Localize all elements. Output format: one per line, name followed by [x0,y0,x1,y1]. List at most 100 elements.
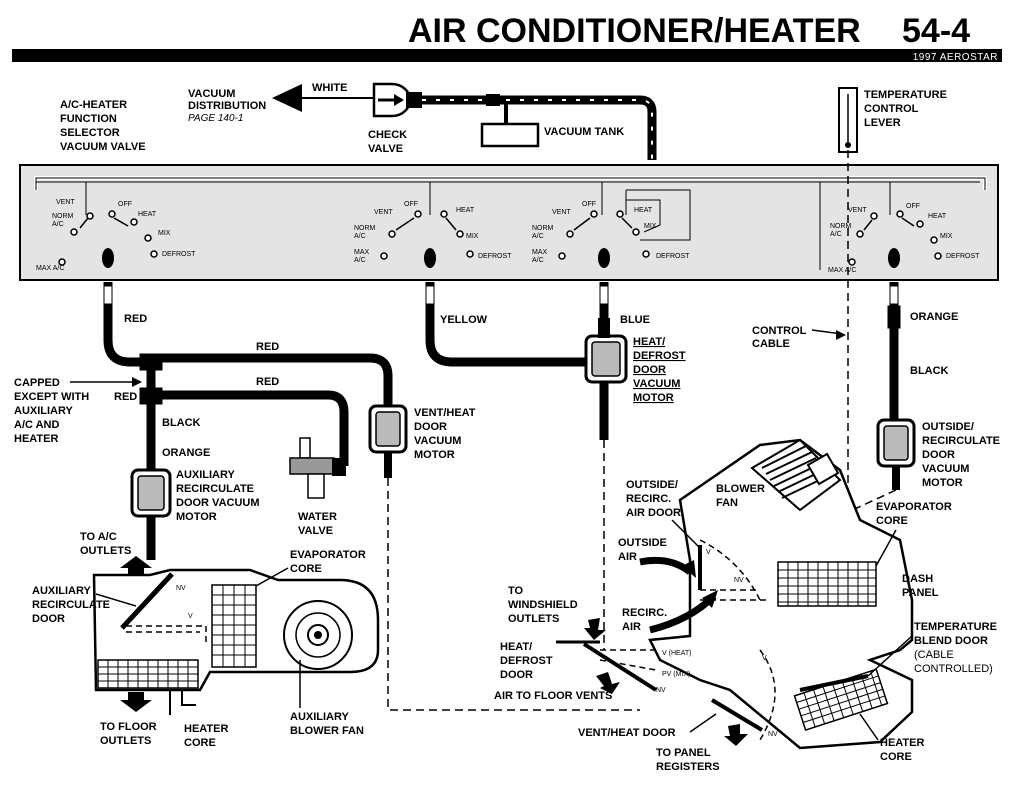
temperature-control-lever [838,87,858,153]
svg-text:AIR TO FLOOR VENTS: AIR TO FLOOR VENTS [494,690,612,702]
svg-text:OFF: OFF [404,201,418,208]
model-year: 1997 AEROSTAR [913,52,998,63]
svg-text:AUXILIARY: AUXILIARY [32,585,92,597]
svg-text:VACUUM: VACUUM [922,463,969,475]
svg-text:RECIRCULATE: RECIRCULATE [176,483,254,495]
check-valve-label: CHECK [368,129,407,141]
svg-text:TO PANEL: TO PANEL [656,747,711,759]
svg-text:A/C AND: A/C AND [14,419,59,431]
svg-text:CORE: CORE [880,751,912,763]
svg-text:CABLE: CABLE [752,338,790,350]
control-cable-label: CONTROL CABLE [752,325,846,350]
svg-text:MIX: MIX [644,223,657,230]
svg-text:WINDSHIELD: WINDSHIELD [508,599,578,611]
svg-text:A/C: A/C [532,257,544,264]
svg-text:CONTROL: CONTROL [864,103,919,115]
svg-text:DOOR: DOOR [633,364,666,376]
svg-text:DOOR: DOOR [414,421,447,433]
svg-text:DEFROST: DEFROST [478,253,512,260]
page-title: AIR CONDITIONER/HEATER [408,12,861,50]
page-number: 54-4 [902,12,970,50]
svg-text:VACUUM VALVE: VACUUM VALVE [60,141,146,153]
svg-text:NV: NV [656,687,666,694]
hose-orange-2: ORANGE [910,311,958,323]
svg-text:V: V [706,549,711,556]
aux-recirc-vacuum-motor [130,468,172,518]
svg-text:PV (MIX): PV (MIX) [662,671,690,678]
selector-switch-1: VENT NORM A/C MAX A/C OFF HEAT MIX DEFRO… [36,199,196,272]
svg-text:A/C: A/C [830,231,842,238]
hose-blue: BLUE [620,314,650,326]
svg-text:A/C: A/C [52,221,64,228]
svg-text:AUXILIARY: AUXILIARY [176,469,236,481]
svg-text:HEAT: HEAT [634,207,653,214]
svg-text:MIX: MIX [158,230,171,237]
svg-text:OUTSIDE/: OUTSIDE/ [626,479,678,491]
hose-black-2: BLACK [910,365,949,377]
svg-text:MOTOR: MOTOR [633,392,674,404]
svg-text:NV: NV [734,577,744,584]
selector-switch-3: VENT NORM A/C MAX A/C OFF HEAT MIX DEFRO… [532,201,690,268]
svg-text:VENT/HEAT DOOR: VENT/HEAT DOOR [578,727,676,739]
svg-text:A/C-HEATER: A/C-HEATER [60,99,127,111]
water-valve [289,437,346,499]
svg-text:DISTRIBUTION: DISTRIBUTION [188,100,266,112]
aux-recirc-motor-label: AUXILIARY RECIRCULATE DOOR VACUUM MOTOR [176,469,260,523]
svg-text:DEFROST: DEFROST [656,253,690,260]
svg-text:(CABLE: (CABLE [914,649,954,661]
svg-text:CORE: CORE [290,563,322,575]
vent-heat-vacuum-motor [368,404,408,478]
auxiliary-unit: NV V [92,556,380,715]
svg-text:DEFROST: DEFROST [633,350,686,362]
svg-text:VALVE: VALVE [368,143,403,155]
heat-defrost-vacuum-motor [584,318,628,384]
svg-text:HEATER: HEATER [14,433,58,445]
svg-text:NV: NV [176,585,186,592]
selector-switch-4: VENT NORM A/C MAX A/C OFF HEAT MIX DEFRO… [828,203,980,274]
svg-text:CONTROL: CONTROL [752,325,807,337]
svg-text:MOTOR: MOTOR [176,511,217,523]
svg-text:OUTLETS: OUTLETS [508,613,559,625]
svg-text:EXCEPT WITH: EXCEPT WITH [14,391,89,403]
hose-orange-1: ORANGE [162,447,210,459]
svg-text:DOOR VACUUM: DOOR VACUUM [176,497,260,509]
svg-text:NV: NV [768,731,778,738]
svg-text:NORM: NORM [830,223,852,230]
svg-text:RECIRCULATE: RECIRCULATE [922,435,1000,447]
svg-text:BLOWER: BLOWER [716,483,765,495]
hose-black-1: BLACK [162,417,201,429]
svg-text:BLOWER FAN: BLOWER FAN [290,725,364,737]
vacuum-tank [480,122,540,148]
svg-text:HEAT: HEAT [138,211,157,218]
vent-heat-motor-label: VENT/HEAT DOOR VACUUM MOTOR [414,407,476,461]
svg-text:CAPPED: CAPPED [14,377,60,389]
svg-text:OFF: OFF [118,201,132,208]
svg-text:HEAT/: HEAT/ [633,336,665,348]
svg-text:A/C: A/C [354,257,366,264]
svg-text:LEVER: LEVER [864,117,901,129]
hose-red-3: RED [256,376,279,388]
svg-text:A/C: A/C [532,233,544,240]
svg-text:NORM: NORM [532,225,554,232]
svg-text:VENT: VENT [848,207,867,214]
svg-text:VENT/HEAT: VENT/HEAT [414,407,476,419]
svg-text:HEAT: HEAT [928,213,947,220]
capped-label: CAPPED EXCEPT WITH AUXILIARY A/C AND HEA… [14,377,142,445]
svg-text:BLEND DOOR: BLEND DOOR [914,635,988,647]
svg-text:AUXILIARY: AUXILIARY [14,405,74,417]
check-valve [372,82,422,118]
svg-text:V: V [762,655,767,662]
svg-text:RECIRC.: RECIRC. [626,493,671,505]
svg-text:REGISTERS: REGISTERS [656,761,720,773]
svg-text:DOOR: DOOR [922,449,955,461]
svg-text:A/C: A/C [354,233,366,240]
svg-text:AUXILIARY: AUXILIARY [290,711,350,723]
svg-text:NORM: NORM [354,225,376,232]
svg-text:VACUUM: VACUUM [414,435,461,447]
svg-text:SELECTOR: SELECTOR [60,127,120,139]
main-hvac-unit: V NV V (HEAT) PV (MIX) NV V NV [556,438,914,750]
svg-text:DOOR: DOOR [32,613,65,625]
vacuum-distribution-label: VACUUM DISTRIBUTION PAGE 140-1 [188,88,266,124]
page-header: AIR CONDITIONER/HEATER 54-4 1997 AEROSTA… [12,12,1002,63]
